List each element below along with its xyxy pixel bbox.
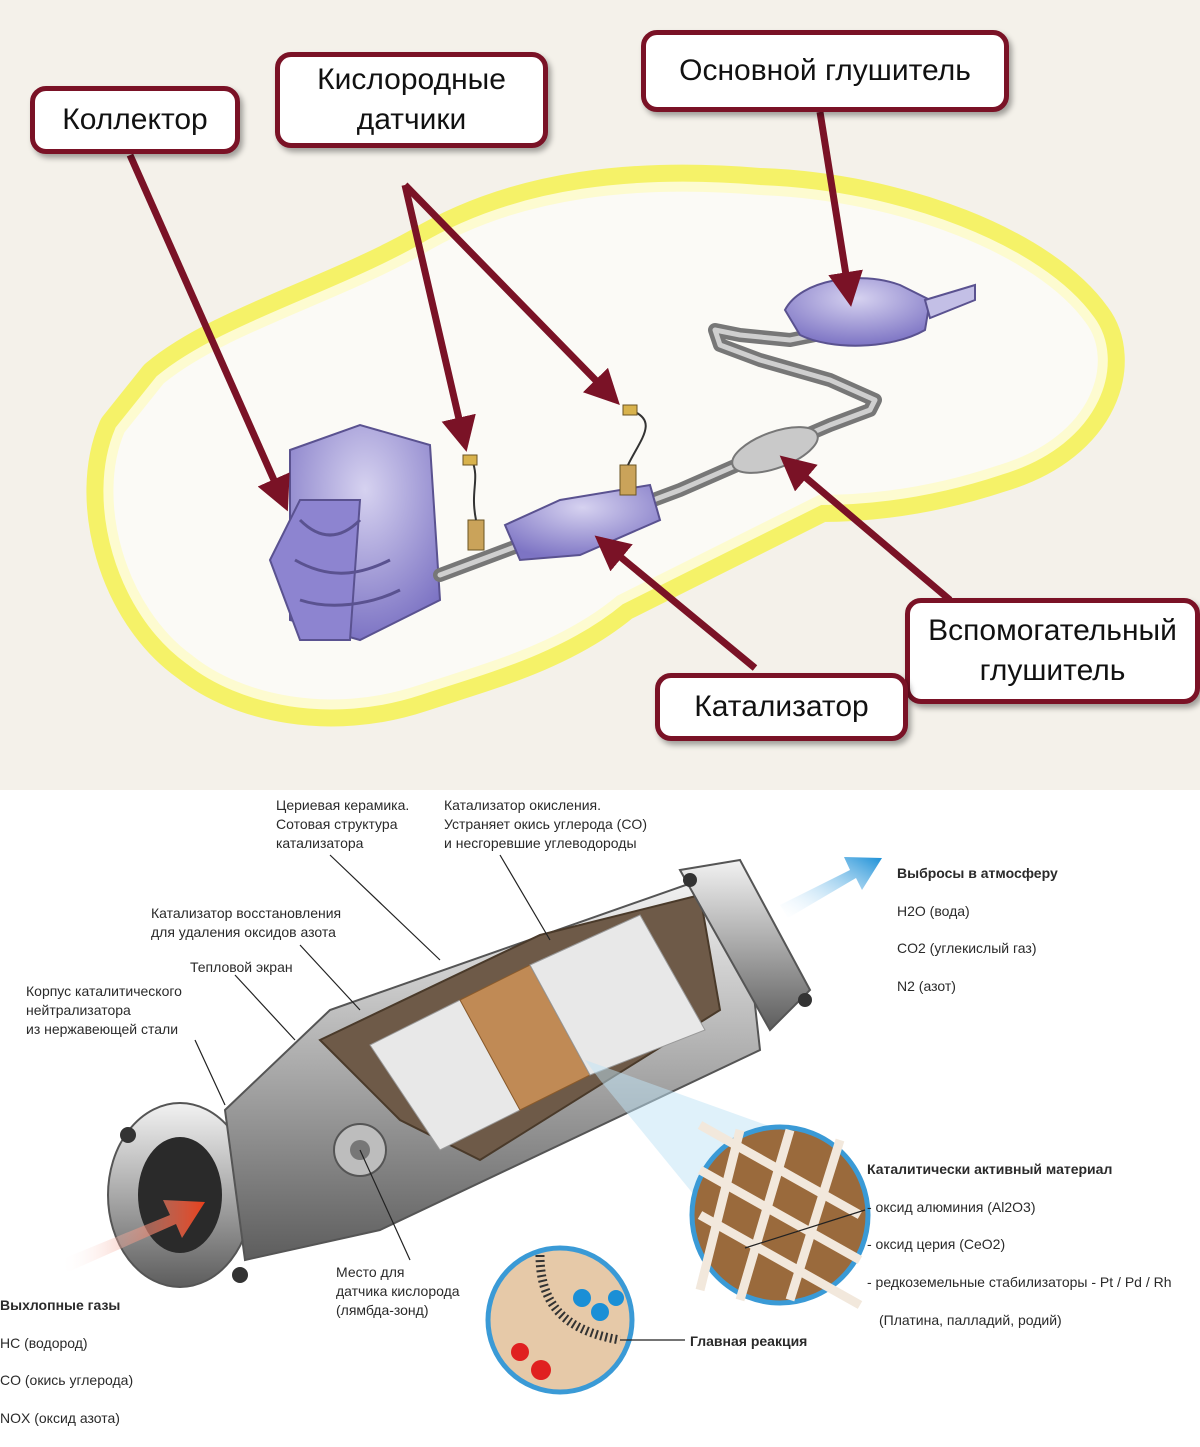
label-reduction-catalyst: Катализатор восстановления для удаления … xyxy=(151,905,342,940)
label-housing: Корпус каталитического нейтрализатора из… xyxy=(26,983,182,1037)
active-material-line: - редкоземельные стабилизаторы - Pt / Pd… xyxy=(867,1274,1172,1291)
callout-catalyst: Катализатор xyxy=(655,673,908,741)
callout-main-muffler: Основной глушитель xyxy=(641,30,1009,112)
arrow-to-main-muffler xyxy=(816,111,863,307)
catalyst-body xyxy=(503,483,662,562)
label-exhaust-gases: Выхлопные газы HC (водород) CO (окись уг… xyxy=(0,1277,200,1447)
label-active-material: Каталитически активный материал - оксид … xyxy=(867,1141,1200,1349)
emissions-out-arrow xyxy=(780,857,882,918)
main-muffler-body xyxy=(783,277,932,347)
label-emissions: Выбросы в атмосферу H2O (вода) CO2 (угле… xyxy=(897,845,1097,1015)
callout-collector: Коллектор xyxy=(30,86,240,154)
arrow-to-sensor-2 xyxy=(402,182,620,406)
label-oxidation-catalyst: Катализатор окисления. Устраняет окись у… xyxy=(444,797,647,851)
arrow-to-catalyst xyxy=(594,535,758,671)
emissions-line: CO2 (углекислый газ) xyxy=(897,940,1037,957)
exhaust-line: CO (окись углерода) xyxy=(0,1372,134,1389)
label-sensor-place: Место для датчика кислорода (лямбда-зонд… xyxy=(336,1264,460,1318)
engine-block xyxy=(268,423,442,642)
arrow-to-sensor-1 xyxy=(401,184,476,452)
callout-arrows xyxy=(126,111,953,671)
active-material-line: - оксид алюминия (Al2O3) xyxy=(867,1198,1036,1215)
oxygen-sensor-icons xyxy=(462,404,647,551)
active-material-line: - оксид церия (CeO2) xyxy=(867,1236,1006,1253)
callout-aux-muffler: Вспомогательный глушитель xyxy=(905,598,1200,704)
exhaust-line: HC (водород) xyxy=(0,1334,88,1351)
active-material-line: (Платина, палладий, родий) xyxy=(879,1312,1062,1329)
emissions-title: Выбросы в атмосферу xyxy=(897,864,1058,881)
emissions-line: H2O (вода) xyxy=(897,902,970,919)
converter-illustration xyxy=(60,854,882,1395)
arrow-to-aux-muffler xyxy=(779,455,953,603)
label-heat-shield: Тепловой экран xyxy=(190,959,293,975)
exhaust-title: Выхлопные газы xyxy=(0,1296,121,1313)
arrow-to-collector xyxy=(126,153,290,512)
exhaust-line: NOX (оксид азота) xyxy=(0,1410,120,1427)
callout-oxygen-sensors: Кислородные датчики xyxy=(275,52,548,148)
label-main-reaction: Главная реакция xyxy=(690,1333,808,1349)
label-ceria-ceramic: Цериевая керамика. Сотовая структура кат… xyxy=(276,797,410,851)
emissions-line: N2 (азот) xyxy=(897,978,956,995)
exhaust-in-arrow xyxy=(60,1200,205,1272)
active-material-title: Каталитически активный материал xyxy=(867,1160,1113,1177)
